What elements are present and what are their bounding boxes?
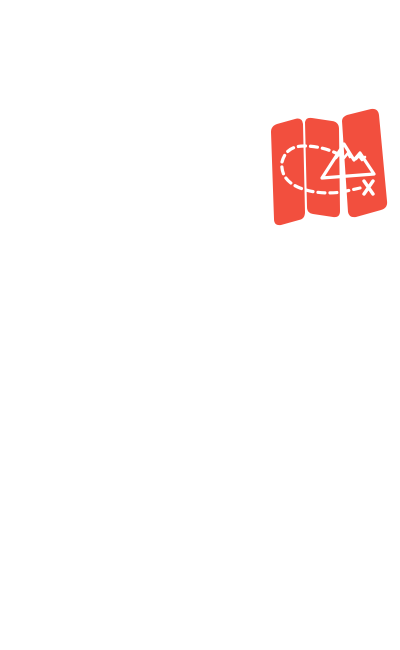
dashed-trail	[280, 144, 362, 195]
snow-cap-left	[334, 151, 352, 160]
treasure-map-icon	[271, 108, 388, 226]
x-mark	[362, 179, 375, 196]
map-panel-left	[271, 118, 305, 226]
map-panel-right	[342, 108, 388, 218]
snow-cap-right	[354, 154, 367, 162]
map-panel-middle	[305, 117, 340, 218]
